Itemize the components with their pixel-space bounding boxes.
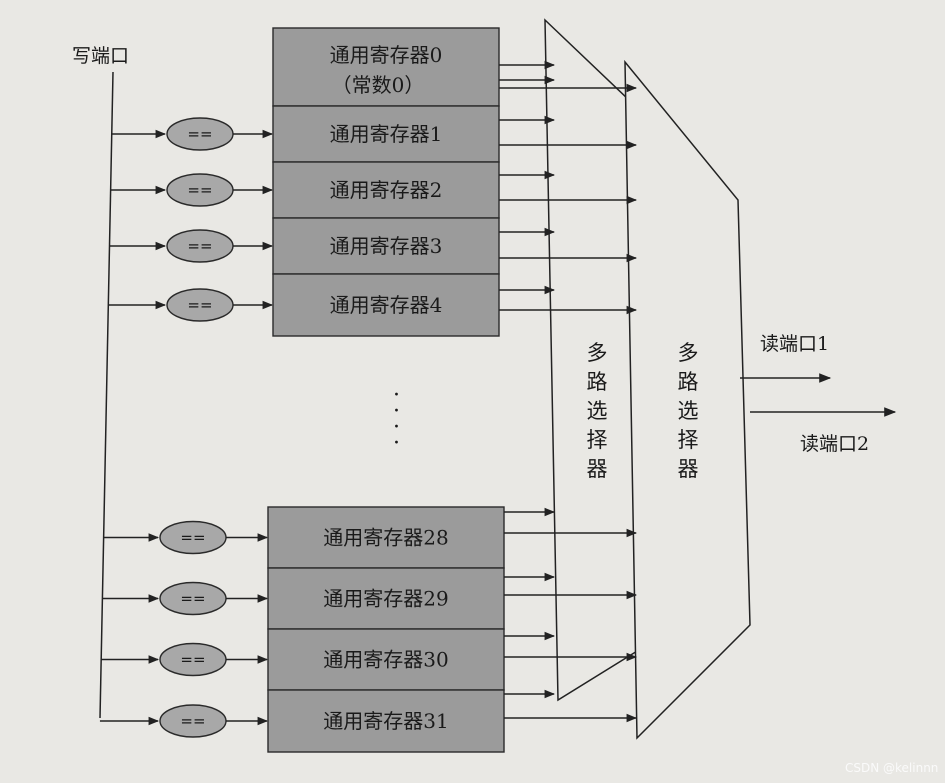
read-port-2-label: 读端口2	[800, 433, 869, 455]
mux-label-char: 选	[587, 399, 608, 423]
mux-label-char: 器	[678, 457, 699, 481]
register-box	[272, 217, 500, 275]
register-label: 通用寄存器30	[323, 648, 448, 672]
ellipsis-dot: ·	[393, 415, 400, 440]
register-label: 通用寄存器2	[330, 178, 443, 202]
register-box	[267, 506, 505, 569]
mux-label-char: 路	[587, 370, 608, 394]
write-port-bus	[99, 71, 114, 719]
ellipsis-dot: ·	[393, 431, 400, 456]
mux-label-char: 择	[587, 428, 608, 452]
register-label: 通用寄存器1	[330, 122, 443, 146]
register-sublabel: （常数0）	[332, 73, 425, 97]
write-port-label: 写端口	[72, 45, 129, 67]
comparator-label: ==	[187, 125, 212, 143]
comparator-label: ==	[187, 296, 212, 314]
comparator-label: ==	[187, 181, 212, 199]
comparator-label: ==	[187, 237, 212, 255]
ellipsis-dot: ·	[393, 383, 400, 408]
mux-label-char: 多	[587, 341, 608, 365]
register-label: 通用寄存器29	[323, 587, 448, 611]
register-box	[272, 273, 500, 337]
register-label: 通用寄存器4	[330, 293, 443, 317]
comparator-label: ==	[180, 529, 205, 547]
read-port-1-label: 读端口1	[760, 333, 829, 355]
register-label: 通用寄存器31	[323, 709, 448, 733]
comparator-label: ==	[180, 712, 205, 730]
register-label: 通用寄存器0	[330, 43, 443, 67]
register-label: 通用寄存器28	[323, 526, 448, 550]
comparator-label: ==	[180, 651, 205, 669]
comparator-label: ==	[180, 590, 205, 608]
mux-label-char: 器	[587, 457, 608, 481]
register-group: 通用寄存器0 （常数0） 通用寄存器1 == 通用寄存器2 == 通用寄存器3 == 通用寄存器…	[99, 27, 638, 753]
register-box	[267, 628, 505, 691]
mux-2	[624, 59, 751, 740]
ellipsis-dot: ·	[393, 399, 400, 424]
watermark: CSDN @kelinnn	[845, 761, 938, 775]
mux-label-char: 多	[678, 341, 699, 365]
register-label: 通用寄存器3	[330, 234, 443, 258]
mux-label-char: 选	[678, 399, 699, 423]
register-box	[272, 27, 500, 107]
mux-label-char: 路	[678, 370, 699, 394]
mux-label-char: 择	[678, 428, 699, 452]
